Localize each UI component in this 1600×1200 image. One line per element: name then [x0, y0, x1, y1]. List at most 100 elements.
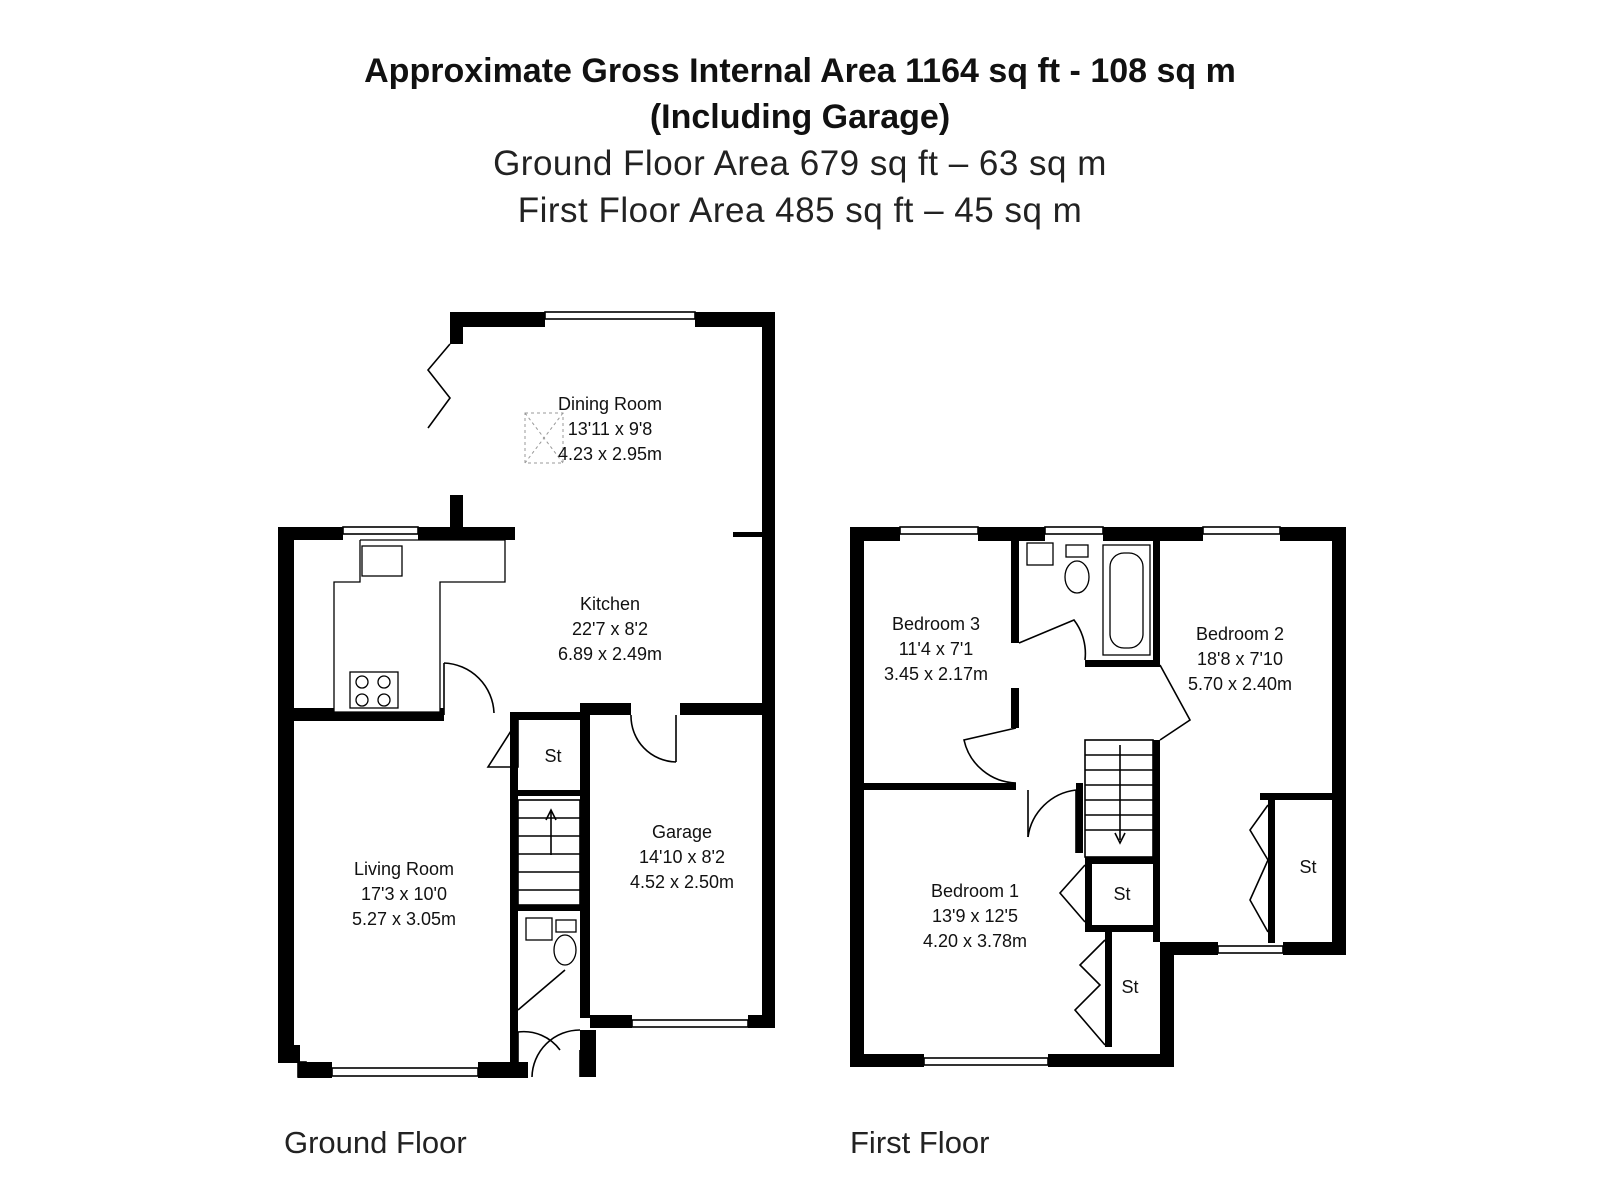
- wall: [1011, 688, 1019, 728]
- wall: [1332, 527, 1346, 955]
- wall: [580, 703, 590, 1018]
- bedroom2-name: Bedroom 2: [1196, 624, 1284, 644]
- wall: [510, 790, 585, 796]
- wall: [864, 783, 1016, 790]
- area-title: Approximate Gross Internal Area 1164 sq …: [364, 52, 1236, 90]
- skylight: [524, 412, 564, 464]
- window: [1217, 945, 1284, 954]
- wall: [278, 527, 294, 1062]
- wall: [850, 527, 864, 1067]
- wall: [1085, 925, 1160, 932]
- kitchen-worktop: [333, 539, 506, 713]
- wall: [580, 1030, 596, 1077]
- bedroom3-metric: 3.45 x 2.17m: [884, 664, 988, 684]
- wall: [680, 703, 775, 715]
- wall: [978, 527, 1045, 541]
- bedroom1-metric: 4.20 x 3.78m: [923, 931, 1027, 951]
- st-door: [1058, 864, 1086, 923]
- bedroom1-imperial: 13'9 x 12'5: [932, 906, 1018, 926]
- bedroom3-name: Bedroom 3: [892, 614, 980, 634]
- wall: [278, 527, 343, 540]
- wall: [298, 1062, 332, 1078]
- kitchen-imperial: 22'7 x 8'2: [572, 619, 648, 639]
- first-floor-area: First Floor Area 485 sq ft – 45 sq m: [517, 191, 1083, 230]
- wall: [1085, 660, 1160, 667]
- storage-label: St: [1299, 857, 1316, 877]
- ground-floor-label: Ground Floor: [284, 1125, 467, 1160]
- wall: [510, 905, 585, 911]
- wall: [1048, 1054, 1174, 1067]
- wall: [1085, 857, 1092, 932]
- ground-floor-plan: Dining Room 13'11 x 9'8 4.23 x 2.95m Kit…: [278, 311, 775, 1160]
- kitchen-name: Kitchen: [580, 594, 640, 614]
- kitchen-sink: [361, 545, 403, 577]
- ground-floor-area: Ground Floor Area 679 sq ft – 63 sq m: [493, 144, 1107, 183]
- wall: [850, 1054, 924, 1067]
- wall: [1105, 925, 1112, 1047]
- bedroom2-metric: 5.70 x 2.40m: [1188, 674, 1292, 694]
- wall: [762, 312, 775, 712]
- storage-label: St: [544, 746, 561, 766]
- staircase: [517, 799, 581, 906]
- wall: [1260, 793, 1340, 800]
- garage-name: Garage: [652, 822, 712, 842]
- wall: [733, 532, 763, 537]
- wall: [450, 495, 463, 535]
- bifold-door: [426, 343, 452, 429]
- wall: [450, 312, 545, 327]
- window: [297, 1061, 307, 1078]
- first-floor-plan: Bedroom 3 11'4 x 7'1 3.45 x 2.17m Bedroo…: [850, 526, 1346, 1160]
- wall: [762, 703, 775, 1028]
- window: [342, 526, 419, 535]
- wc-door: [517, 969, 566, 1011]
- bathroom-door: [1018, 619, 1087, 661]
- bedroom3-imperial: 11'4 x 7'1: [899, 639, 974, 659]
- wall: [278, 1045, 300, 1063]
- wall: [510, 712, 518, 1077]
- garage-door: [631, 1019, 749, 1028]
- bedroom2-imperial: 18'8 x 7'10: [1197, 649, 1283, 669]
- wall: [450, 312, 463, 344]
- area-title-note: (Including Garage): [649, 98, 951, 136]
- bedroom1-name: Bedroom 1: [931, 881, 1019, 901]
- bedroom1-door: [1027, 789, 1077, 838]
- wall: [478, 1062, 528, 1078]
- wall: [590, 1015, 632, 1028]
- wall: [1280, 527, 1346, 541]
- wc-basin: [525, 917, 553, 941]
- wall: [1153, 535, 1160, 665]
- st-door: [1249, 804, 1269, 933]
- storage-label: St: [1121, 977, 1138, 997]
- door-swing: [630, 714, 677, 763]
- window: [1202, 526, 1281, 535]
- storage-label: St: [1113, 884, 1130, 904]
- toilet: [1064, 560, 1090, 594]
- staircase: [1084, 739, 1154, 858]
- bedroom2-door: [1159, 664, 1192, 741]
- wall: [418, 527, 515, 540]
- dining-room-imperial: 13'11 x 9'8: [568, 419, 653, 439]
- wall: [748, 1015, 775, 1028]
- wall: [1283, 942, 1346, 955]
- wall: [1076, 783, 1083, 853]
- window: [544, 311, 696, 320]
- garage-imperial: 14'10 x 8'2: [639, 847, 725, 867]
- wall: [1153, 740, 1160, 942]
- wall: [695, 312, 775, 327]
- door-swing: [443, 662, 495, 714]
- window: [331, 1067, 479, 1077]
- wall: [510, 712, 585, 720]
- garage-metric: 4.52 x 2.50m: [630, 872, 734, 892]
- dining-room-name: Dining Room: [558, 394, 662, 414]
- wall: [1085, 857, 1160, 864]
- window: [923, 1057, 1049, 1066]
- bathroom-basin: [1026, 542, 1054, 566]
- st-door: [486, 717, 519, 768]
- living-room-metric: 5.27 x 3.05m: [352, 909, 456, 929]
- living-room-name: Living Room: [354, 859, 454, 879]
- entrance-door: [517, 1030, 561, 1077]
- wall: [1160, 942, 1174, 1067]
- window: [1044, 526, 1104, 535]
- first-floor-label: First Floor: [850, 1125, 990, 1160]
